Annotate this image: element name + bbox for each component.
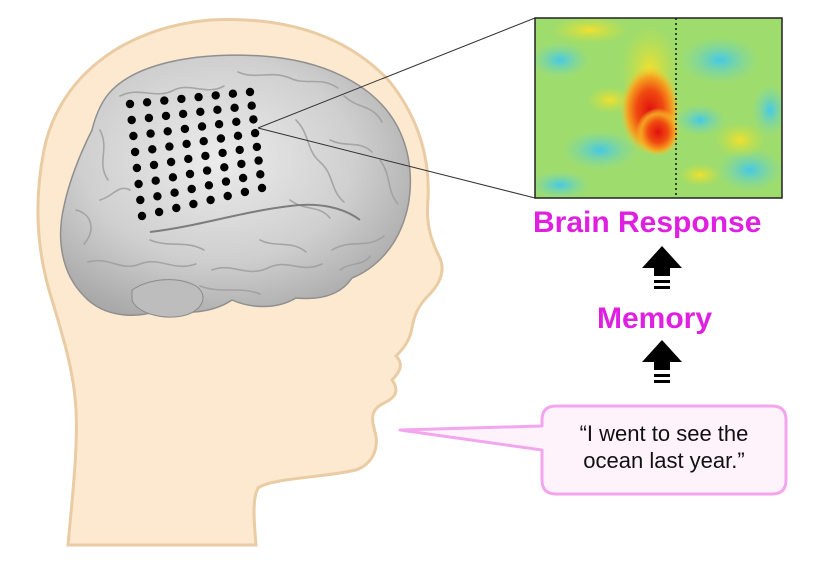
electrode-dot: [201, 151, 210, 161]
electrode-dot: [245, 87, 255, 97]
electrode-dot: [199, 137, 208, 146]
speech-bubble: [398, 404, 788, 496]
electrode-dot: [125, 99, 135, 109]
electrode-dot: [214, 120, 224, 129]
electrode-dot: [134, 179, 143, 189]
electrode-dot: [166, 157, 176, 167]
electrode-dot: [202, 166, 212, 175]
electrode-dot: [180, 124, 190, 134]
up-arrow-icon: [642, 246, 682, 289]
electrode-dot: [184, 154, 193, 164]
electrode-dot: [137, 211, 147, 221]
electrode-dot: [142, 98, 152, 107]
electrode-dot: [148, 145, 157, 154]
electrode-dot: [163, 127, 172, 136]
electrode-dot: [249, 115, 258, 124]
electrode-dot: [232, 117, 241, 127]
memory-label: Memory: [597, 302, 713, 335]
electrode-dot: [223, 191, 232, 201]
electrode-dot: [144, 113, 154, 123]
electrode-dot: [211, 91, 220, 100]
electrode-dot: [151, 176, 160, 185]
electrode-dot: [172, 203, 181, 213]
electrode-dot: [187, 184, 196, 194]
electrode-dot: [161, 111, 171, 121]
electrode-dot: [233, 131, 243, 140]
speech-line-1: “I went to see the: [579, 421, 749, 446]
electrode-dot: [257, 183, 267, 193]
electrode-dot: [230, 103, 239, 113]
electrode-dot: [213, 105, 222, 115]
electrode-dot: [170, 188, 179, 197]
electrode-dot: [254, 156, 263, 165]
electrode-dot: [196, 107, 205, 117]
electrode-dot: [127, 115, 136, 125]
electrode-dot: [160, 96, 169, 105]
electrode-dot: [237, 159, 246, 169]
electrode-dot: [177, 94, 186, 104]
electrode-dot: [130, 147, 140, 157]
electrode-dot: [182, 139, 191, 149]
electrode-dot: [165, 142, 174, 151]
electrode-dot: [194, 92, 203, 102]
electrode-dot: [204, 181, 214, 190]
electrode-dot: [178, 109, 188, 119]
electrode-dot: [252, 142, 262, 152]
electrode-dot: [153, 192, 162, 201]
electrode-dot: [240, 187, 250, 197]
electrode-dot: [197, 122, 207, 131]
electrode-dot: [228, 89, 238, 98]
electrode-dot: [149, 160, 159, 170]
electrode-dot: [189, 199, 198, 209]
electrode-dot: [221, 177, 231, 186]
electrode-dot: [132, 163, 142, 173]
electrode-dot: [206, 195, 215, 205]
brain-response-label: Brain Response: [533, 206, 762, 239]
electrode-dot: [238, 173, 248, 183]
electrode-dot: [129, 131, 138, 141]
up-arrow-icon: [642, 340, 682, 383]
electrode-grid: [125, 87, 267, 221]
speech-bubble-text: “I went to see the ocean last year.”: [548, 420, 780, 474]
electrode-dot: [218, 148, 227, 158]
speech-line-2: ocean last year.”: [583, 448, 745, 473]
electrode-dot: [216, 134, 226, 143]
electrode-dot: [235, 145, 244, 155]
brain-response-heatmap: [534, 17, 783, 199]
electrode-dot: [250, 128, 260, 138]
zoom-line-lower: [257, 127, 536, 199]
electrode-dot: [168, 173, 178, 182]
electrode-dot: [136, 195, 145, 205]
electrode-dot: [220, 163, 229, 172]
electrode-dot: [247, 101, 256, 110]
electrode-dot: [146, 129, 155, 138]
electrode-dot: [256, 170, 265, 179]
electrode-dot: [154, 207, 164, 217]
electrode-dot: [185, 169, 195, 179]
zoom-line-upper: [257, 17, 536, 129]
